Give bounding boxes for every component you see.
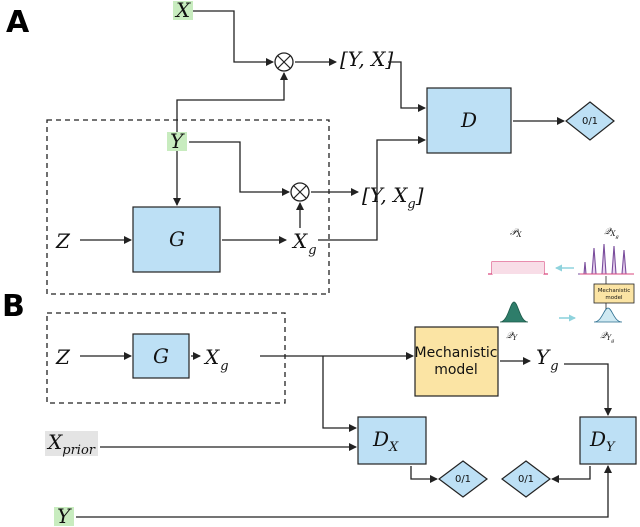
px-label: 𝒫X [510, 228, 523, 239]
qxg-curve [578, 243, 632, 275]
inset-mech-line1: Mechanistic [598, 288, 631, 294]
qyg-curve [593, 307, 623, 323]
xprior-label: Xprior [46, 430, 96, 458]
mech-line1: Mechanistic [415, 345, 498, 361]
decision-diamond-b-left [438, 460, 488, 498]
discriminator-box [426, 87, 512, 154]
combine-icon-bottom [290, 182, 310, 202]
generator-group-b [46, 312, 286, 404]
combine-icon-top [274, 52, 294, 72]
inset-schematic: 𝒫X 𝒬Xg Mechanistic model 𝒬Y 𝒬Yg [488, 227, 635, 344]
decision-diamond-a [565, 101, 615, 141]
y-input-label-b: Y [57, 504, 72, 527]
discriminator-x-label: DX [372, 427, 399, 455]
generator-box-b [132, 333, 190, 379]
inset-mech-line2: model [605, 295, 623, 301]
xg-label-b: Xg [203, 345, 229, 374]
discriminator-y-box [579, 416, 637, 465]
y-input-label: Y [170, 129, 185, 153]
xprior-bg [45, 431, 98, 456]
generator-label-a: G [169, 227, 185, 251]
panel-label-a: A [6, 5, 30, 40]
mechanistic-model-box [414, 326, 499, 397]
qy-label: 𝒬Y [506, 331, 518, 342]
yg-label: Yg [536, 345, 559, 374]
mech-line2: model [434, 362, 478, 378]
z-input-label-b: Z [55, 345, 71, 369]
connectors-a [80, 10, 565, 244]
decision-label-a: 0/1 [582, 116, 598, 127]
inset-mech-box [593, 283, 635, 304]
decision-label-b-right: 0/1 [518, 474, 534, 485]
qyg-label: 𝒬Yg [600, 331, 614, 344]
connectors-b [76, 352, 612, 518]
decision-label-b-left: 0/1 [455, 474, 471, 485]
pair-real-label: [Y, X] [340, 47, 393, 71]
qy-curve [499, 301, 529, 323]
y-input-bg [167, 132, 187, 151]
generator-label-b: G [153, 344, 169, 368]
decision-diamond-b-right [501, 460, 551, 498]
z-input-label: Z [55, 229, 71, 253]
generator-box-a [132, 206, 221, 273]
discriminator-label: D [460, 108, 477, 132]
qxg-label: 𝒬Xg [604, 227, 619, 240]
generator-group-a [46, 119, 330, 295]
discriminator-y-label: DY [589, 427, 616, 455]
x-input-label: X [174, 0, 191, 22]
x-input-bg [173, 1, 193, 20]
y-input-bg-b [54, 507, 74, 526]
panel-label-b: B [2, 289, 25, 324]
discriminator-x-box [357, 416, 427, 465]
xg-label-a: Xg [291, 229, 317, 258]
pair-fake-label: [Y, Xg] [362, 183, 424, 212]
